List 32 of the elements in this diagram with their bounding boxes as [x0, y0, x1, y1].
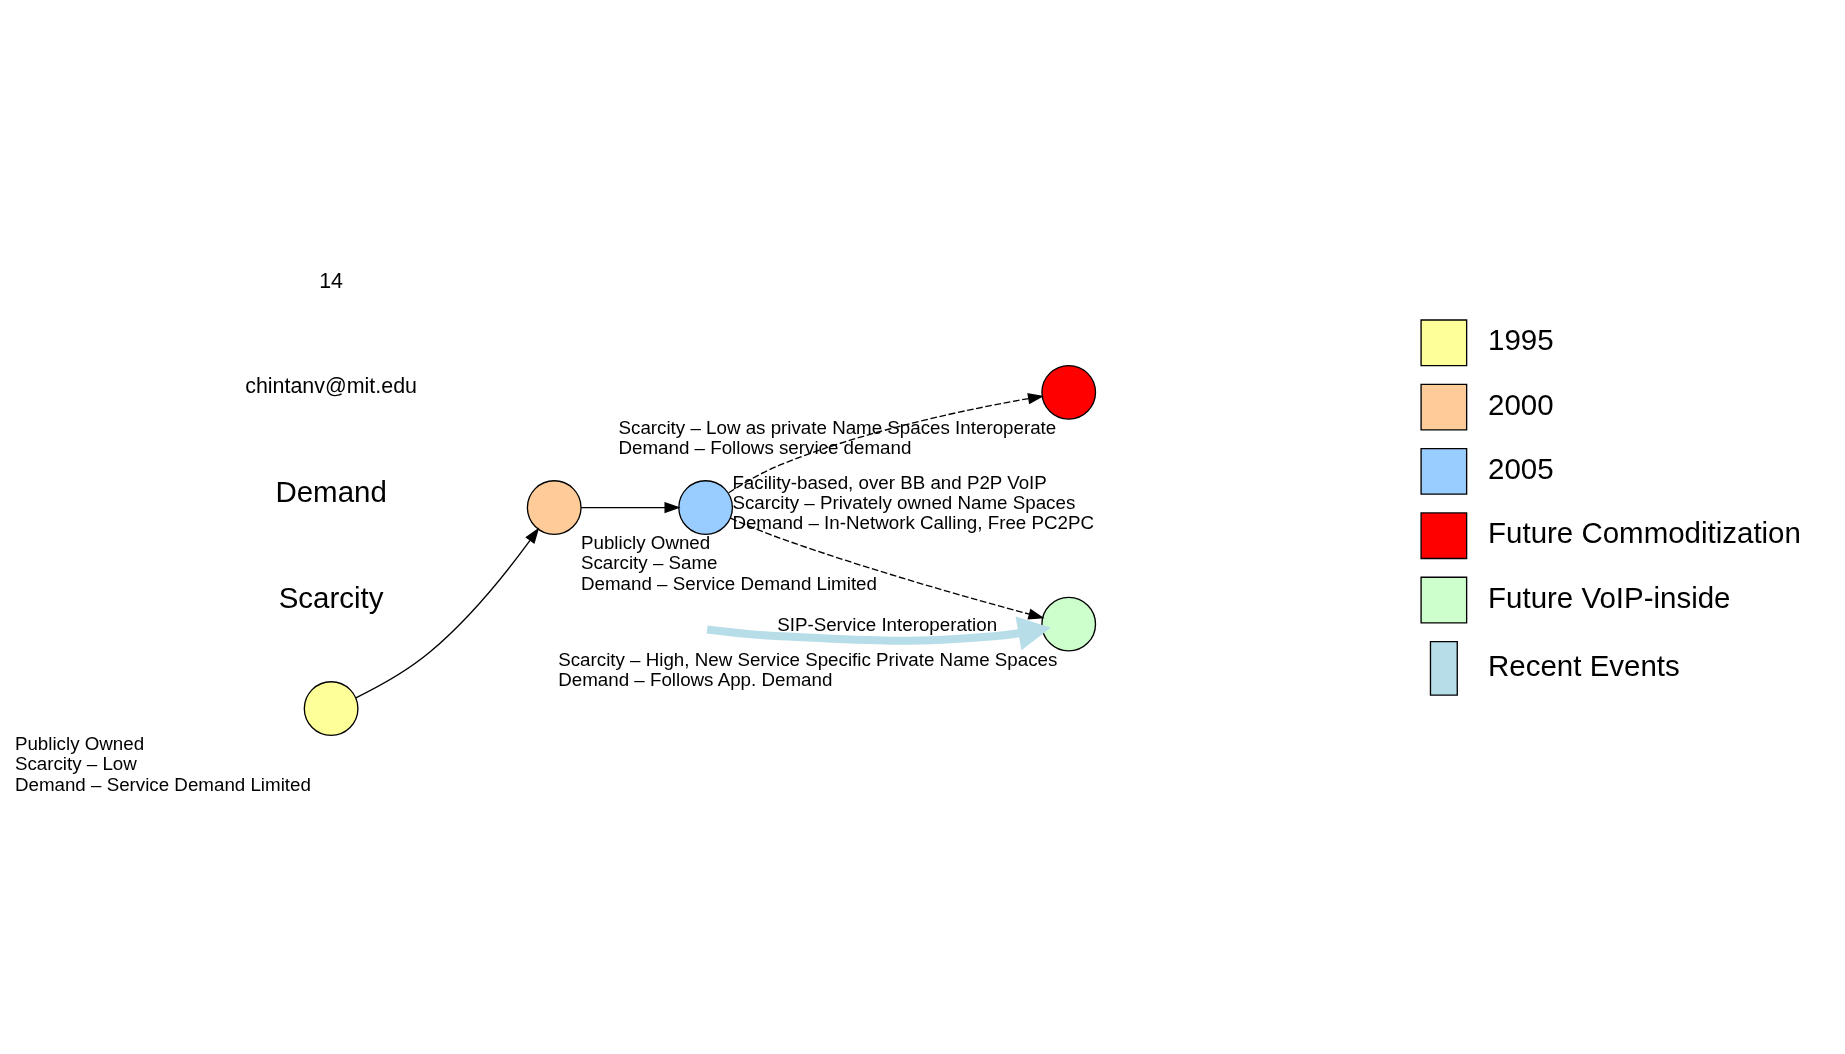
- node-circle: [303, 681, 359, 736]
- node-label: Publicly Owned: [580, 532, 710, 554]
- arrow: [706, 616, 1051, 651]
- label: 14: [318, 268, 343, 293]
- node-circle: [1040, 364, 1096, 420]
- node-circle: [526, 480, 582, 536]
- legend-label: 2005: [1487, 451, 1554, 485]
- label: Demand: [274, 474, 387, 508]
- arrow: [354, 527, 539, 699]
- arrow: [727, 393, 1044, 494]
- node-circle: [677, 480, 733, 536]
- legend-label: Recent Events: [1487, 648, 1680, 682]
- node-label: Scarcity – Low as private Name Spaces Interoperate: [618, 417, 1056, 439]
- arrow: [729, 517, 1044, 620]
- legend-label: Future Commoditization: [1487, 516, 1801, 550]
- node-circle: [1040, 596, 1096, 652]
- edge-label: SIP-Service Interoperation: [776, 614, 997, 636]
- label: chintanv@mit.edu: [244, 374, 417, 399]
- node-label: Scarcity – High, New Service Specific Private Name Spaces: [557, 648, 1057, 670]
- arrow: [579, 501, 681, 514]
- node-label: Demand – Service Demand Limited: [580, 572, 877, 594]
- node-label: Demand – In-Network Calling, Free PC2PC: [731, 512, 1094, 534]
- legend-label: Future VoIP-inside: [1487, 580, 1731, 614]
- node-label: Scarcity – Same: [580, 552, 718, 574]
- label: Scarcity: [278, 580, 384, 614]
- node-label: Demand – Follows App. Demand: [557, 669, 832, 691]
- legend-label: 2000: [1487, 387, 1554, 421]
- node-label: Demand – Service Demand Limited: [14, 773, 311, 795]
- node-label: Scarcity – Low: [14, 753, 137, 775]
- node-label: Scarcity – Privately owned Name Spaces: [731, 492, 1075, 514]
- node-label: Publicly Owned: [14, 733, 144, 755]
- legend-label: 1995: [1487, 323, 1554, 357]
